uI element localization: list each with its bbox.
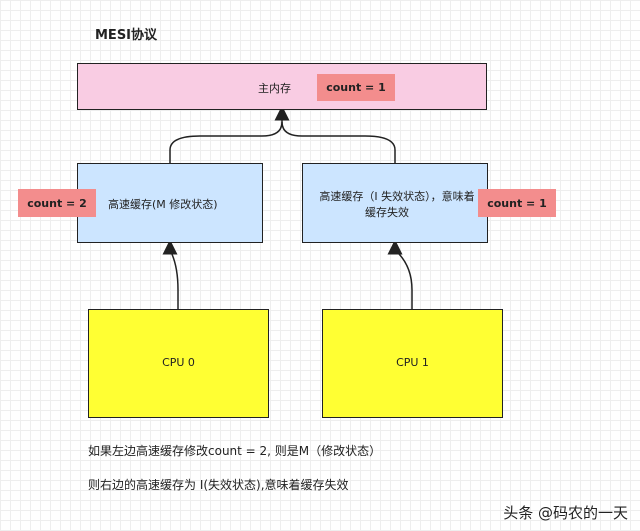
main-memory-count: count = 1 <box>317 74 395 101</box>
cache-right-label-line2: 缓存失效 <box>365 206 409 219</box>
cache-right-count: count = 1 <box>478 189 556 217</box>
watermark: 头条 @码农的一天 <box>503 504 628 522</box>
arrow-cache-right-to-memory <box>281 121 396 163</box>
cache-right-label-line1: 高速缓存（I 失效状态），意味着 <box>319 190 475 203</box>
cache-left-label: 高速缓存(M 修改状态) <box>108 198 218 211</box>
note-line-2: 则右边的高速缓存为 I(失效状态),意味着缓存失效 <box>88 478 349 492</box>
main-memory-box <box>77 63 487 110</box>
cpu0-box <box>88 309 269 418</box>
cache-right-box <box>302 163 488 243</box>
cpu0-label: CPU 0 <box>162 356 195 369</box>
cpu1-box <box>322 309 503 418</box>
arrow-cpu1-to-cache <box>387 239 413 309</box>
cache-left-count: count = 2 <box>18 189 96 217</box>
diagram-title: MESI协议 <box>95 28 158 43</box>
main-memory-label: 主内存 <box>258 82 291 95</box>
note-line-1: 如果左边高速缓存修改count = 2, 则是M（修改状态） <box>88 444 382 458</box>
cache-left-box <box>77 163 263 243</box>
cpu1-label: CPU 1 <box>396 356 429 369</box>
arrow-cache-left-to-memory <box>169 105 290 163</box>
arrow-cpu0-to-cache <box>162 239 179 309</box>
